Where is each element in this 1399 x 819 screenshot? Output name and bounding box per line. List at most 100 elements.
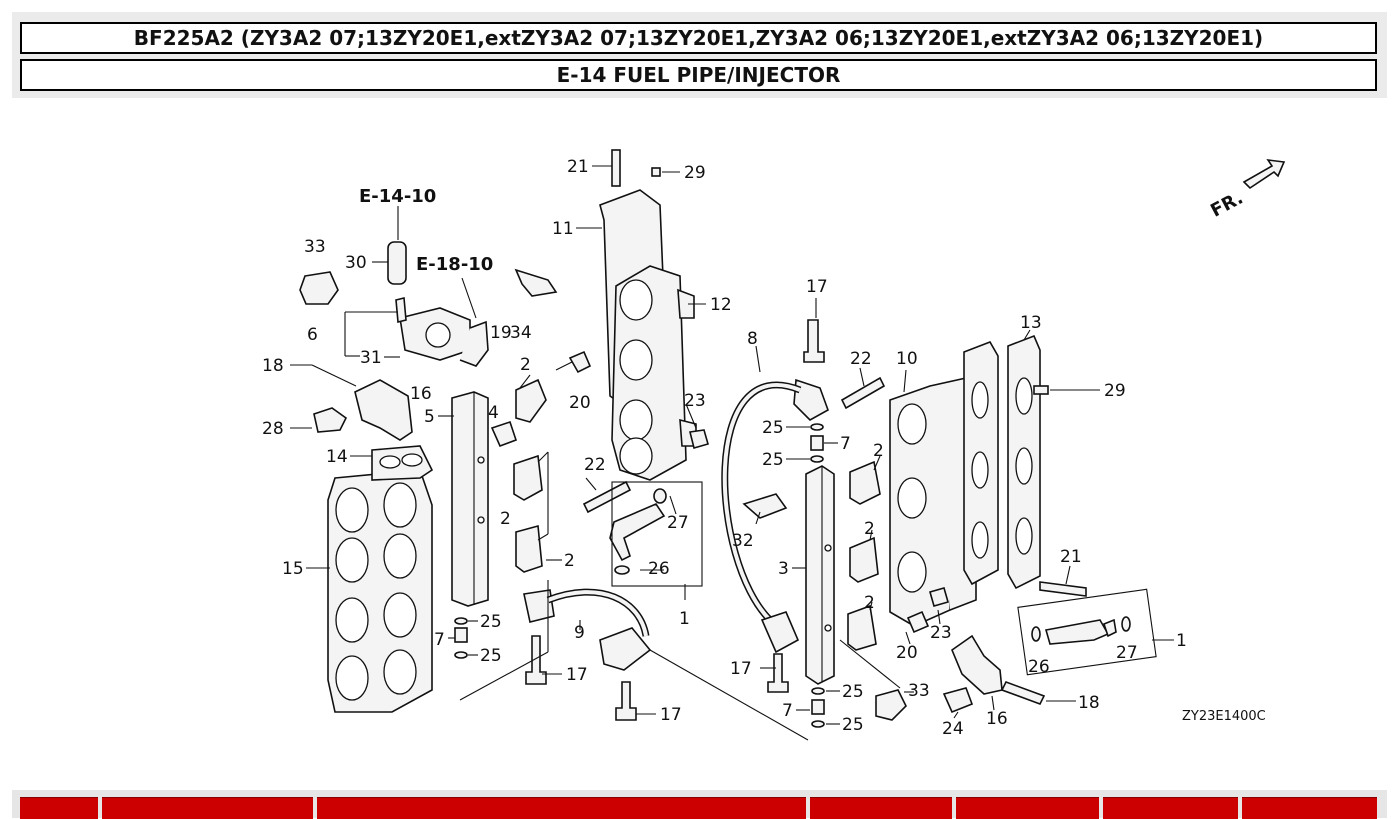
front-arrow-icon bbox=[1242, 158, 1286, 190]
bracket-2b bbox=[513, 454, 543, 501]
callout-6: 6 bbox=[307, 325, 318, 345]
fuel-rail-3 bbox=[805, 465, 835, 685]
stud-21a bbox=[611, 149, 621, 187]
table-header-cell bbox=[956, 797, 1099, 819]
callout-17: 17 bbox=[660, 705, 682, 725]
callout-20: 20 bbox=[896, 643, 918, 663]
callout-2: 2 bbox=[520, 355, 531, 375]
callout-25: 25 bbox=[762, 418, 784, 438]
table-header-cell bbox=[317, 797, 806, 819]
callout-4: 4 bbox=[488, 403, 499, 423]
bolt-18b bbox=[1000, 681, 1046, 705]
grommet-33b bbox=[875, 689, 907, 721]
clip-34 bbox=[514, 268, 558, 297]
model-title: BF225A2 (ZY3A2 07;13ZY20E1,extZY3A2 07;1… bbox=[20, 22, 1377, 54]
callout-17: 17 bbox=[806, 277, 828, 297]
callout-25: 25 bbox=[480, 646, 502, 666]
callout-23: 23 bbox=[684, 391, 706, 411]
table-header-cell bbox=[810, 797, 952, 819]
nut-23a bbox=[689, 429, 709, 449]
callout-16: 16 bbox=[410, 384, 432, 404]
callout-16: 16 bbox=[986, 709, 1008, 729]
table-header-cell bbox=[1103, 797, 1238, 819]
callout-5: 5 bbox=[424, 407, 435, 427]
callout-17: 17 bbox=[730, 659, 752, 679]
callout-25: 25 bbox=[842, 715, 864, 735]
callout-17: 17 bbox=[566, 665, 588, 685]
stud-22a bbox=[582, 480, 632, 514]
callout-14: 14 bbox=[326, 447, 348, 467]
stud-21b bbox=[1039, 581, 1087, 597]
callout-2: 2 bbox=[564, 551, 575, 571]
callout-18: 18 bbox=[262, 356, 284, 376]
callout-8: 8 bbox=[747, 329, 758, 349]
callout-1: 1 bbox=[1176, 631, 1187, 651]
callout-31: 31 bbox=[360, 348, 382, 368]
callout-21: 21 bbox=[1060, 547, 1082, 567]
callout-21: 21 bbox=[567, 157, 589, 177]
bracket-2a bbox=[515, 378, 547, 423]
bolt-17b bbox=[615, 681, 637, 721]
callout-3: 3 bbox=[778, 559, 789, 579]
callout-12: 12 bbox=[710, 295, 732, 315]
intake-manifold-12 bbox=[611, 265, 697, 481]
o-ring-25a bbox=[454, 617, 468, 625]
injector-1b bbox=[1017, 588, 1157, 676]
bracket-2d bbox=[849, 460, 881, 505]
table-header-cell bbox=[1242, 797, 1377, 819]
clamp-28 bbox=[313, 407, 348, 433]
pressure-regulator-6 bbox=[395, 296, 489, 367]
o-ring-25e bbox=[811, 687, 825, 695]
callout-11: 11 bbox=[552, 219, 574, 239]
leader-lines bbox=[290, 165, 1174, 741]
callout-29: 29 bbox=[684, 163, 706, 183]
bracket-16 bbox=[354, 379, 413, 441]
hose-30 bbox=[387, 241, 407, 285]
callout-26: 26 bbox=[1028, 657, 1050, 677]
bolt-20 bbox=[568, 350, 592, 374]
callout-33: 33 bbox=[908, 681, 930, 701]
callout-15: 15 bbox=[282, 559, 304, 579]
clip-32 bbox=[742, 493, 788, 519]
callout-25: 25 bbox=[480, 612, 502, 632]
filter-7a bbox=[454, 627, 468, 643]
intake-manifold-10 bbox=[889, 377, 977, 627]
callout-1: 1 bbox=[679, 609, 690, 629]
callout-2: 2 bbox=[864, 519, 875, 539]
bolt-17d bbox=[767, 653, 789, 693]
nut-23b bbox=[929, 587, 949, 607]
callout-2: 2 bbox=[873, 441, 884, 461]
fuel-pipe-9 bbox=[523, 588, 652, 671]
o-ring-25f bbox=[811, 720, 825, 728]
callout-2: 2 bbox=[864, 593, 875, 613]
callout-34: 34 bbox=[510, 323, 532, 343]
intake-plate-15 bbox=[327, 469, 433, 713]
section-title: E-14 FUEL PIPE/INJECTOR bbox=[20, 59, 1377, 91]
bolt-17a bbox=[525, 635, 547, 685]
callout-7: 7 bbox=[782, 701, 793, 721]
dowel-29b bbox=[1033, 385, 1049, 395]
fuel-pipe-8 bbox=[721, 378, 829, 654]
callout-25: 25 bbox=[842, 682, 864, 702]
callout-13: 13 bbox=[1020, 313, 1042, 333]
callout-10: 10 bbox=[896, 349, 918, 369]
callout-20: 20 bbox=[569, 393, 591, 413]
ref-e18-10: E-18-10 bbox=[416, 254, 493, 275]
o-ring-25d bbox=[810, 455, 824, 463]
bracket-16b bbox=[951, 634, 1003, 695]
bracket-2e bbox=[849, 536, 879, 583]
bolt-20b bbox=[906, 610, 930, 634]
callout-9: 9 bbox=[574, 623, 585, 643]
callout-33: 33 bbox=[304, 237, 326, 257]
ref-e14-10: E-14-10 bbox=[359, 186, 436, 207]
clamp-24 bbox=[942, 687, 974, 714]
callout-labels: 21 29 11 12 E-14-10 E-18-10 33 30 34 19 … bbox=[262, 157, 1266, 739]
callout-18: 18 bbox=[1078, 693, 1100, 713]
callout-25: 25 bbox=[762, 450, 784, 470]
callout-30: 30 bbox=[345, 253, 367, 273]
o-ring-25b bbox=[454, 651, 468, 659]
callout-27: 27 bbox=[1116, 643, 1138, 663]
stud-22b bbox=[840, 376, 886, 410]
table-header-cell bbox=[102, 797, 313, 819]
callout-32: 32 bbox=[732, 531, 754, 551]
